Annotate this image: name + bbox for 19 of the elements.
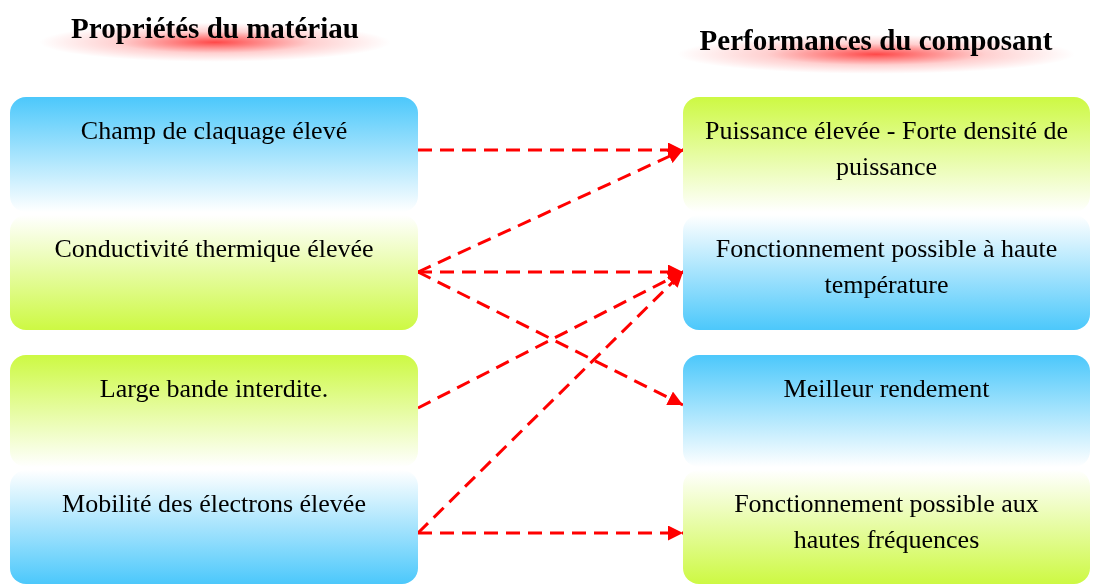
box-text: Fonctionnement possible aux hautes fréquences [733,488,1040,556]
dashed-arrow [417,148,684,274]
box-text: Conductivité thermique élevée [53,233,375,265]
property-box [683,470,1090,584]
property-box [683,215,1090,330]
box-text: Champ de claquage élevé [79,115,349,147]
property-box [10,470,418,584]
box-text: Mobilité des électrons élevée [61,488,367,520]
property-box [10,355,418,467]
dashed-arrow [418,142,683,158]
property-box [683,97,1090,212]
property-box [10,215,418,330]
property-box [683,355,1090,467]
property-box [10,97,418,212]
box-text: Large bande interdite. [98,373,330,405]
box-text: Fonctionnement possible à haute température [714,233,1059,301]
box-text: Meilleur rendement [782,373,991,405]
dashed-arrow [418,525,683,541]
box-text: Puissance élevée - Forte densité de puissance [703,115,1070,183]
